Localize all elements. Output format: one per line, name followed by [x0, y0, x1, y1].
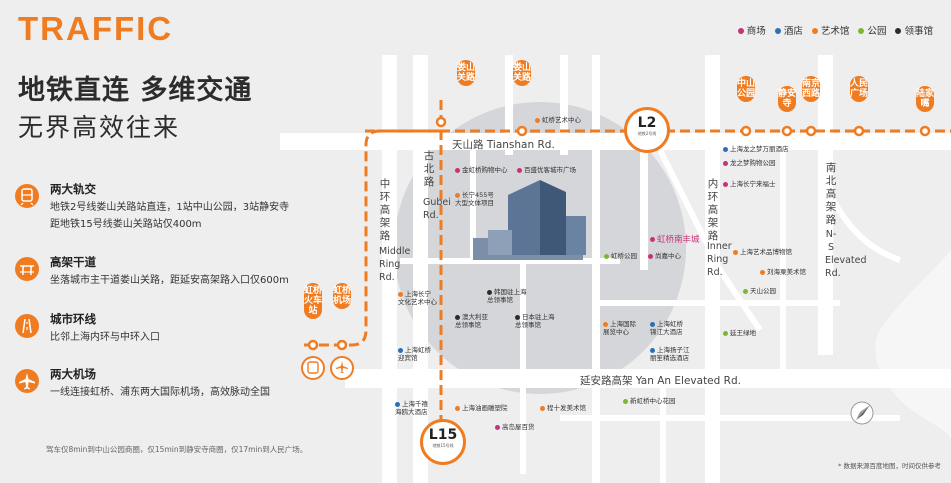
feature-line: 地铁2号线娄山关路站直连，1站中山公园，3站静安寺 [50, 202, 290, 213]
legend-dot-consulate [895, 28, 902, 34]
legend-dot-park [858, 28, 865, 34]
metro-l15-sub: 地铁15号线 [432, 443, 454, 448]
road-inner-en: Inner Ring Rd. [707, 241, 732, 278]
project-building [473, 180, 586, 260]
poi-art: 程十发美术馆 [540, 404, 586, 412]
poi-hotel: 上海虹桥 锦江大酒店 [650, 320, 683, 336]
poi-park: 天山公园 [743, 287, 776, 295]
legend-label-art: 艺术馆 [820, 26, 850, 37]
subway-icon [15, 184, 39, 208]
feature-line: 比邻上海内环与中环入口 [50, 332, 160, 343]
station-zhongshan-park: 中山公园 [737, 76, 755, 102]
legend-dot-hotel [774, 28, 781, 34]
poi-mall: 高岛屋百货 [495, 423, 535, 431]
metro-l2-name: L2 [637, 115, 657, 131]
road-inner-cn: 内环高架路 [707, 178, 719, 242]
station-loushanguan-l2: 娄山关路 [513, 60, 531, 86]
poi-mall: 百盛优客城市广场 [517, 166, 576, 174]
road-middle-en: Middle Ring Rd. [379, 246, 410, 283]
feature-desc: 坐落城市主干道娄山关路，距延安高架路入口仅600m [50, 272, 289, 289]
station-loushanguan-l15: 娄山关路 [457, 60, 475, 86]
poi-art: 虹桥艺术中心 [535, 116, 581, 124]
feature-desc: 一线连接虹桥、浦东两大国际机场，高效脉动全国 [50, 384, 270, 401]
feature-title: 两大轨交 [50, 182, 96, 196]
poi-hotel: 上海扬子江 丽笙精选酒店 [650, 346, 690, 362]
map-legend: 商场 酒店 艺术馆 公园 领事馆 [732, 23, 933, 37]
poi-art: 上海国际 展览中心 [603, 320, 636, 336]
poi-consulate: 韩国驻上海 总领事馆 [487, 288, 527, 304]
poi-consulate: 澳大利亚 总领事馆 [455, 313, 488, 329]
poi-park: 虹桥公园 [604, 252, 637, 260]
legend-label-park: 公园 [867, 26, 887, 37]
map-note: * 数据来源百度地图，时间仅供参考 [838, 462, 941, 470]
poi-art: 上海艺术品博物馆 [733, 248, 792, 256]
poi-art: 上海油画雕塑院 [455, 404, 508, 412]
station-peoples-square: 人民广场 [850, 76, 868, 102]
legend-label-mall: 商场 [746, 26, 766, 37]
feature-desc: 地铁2号线娄山关路站直连，1站中山公园，3站静安寺 距地铁15号线娄山关路站仅4… [50, 199, 289, 233]
station-dots [307, 116, 931, 351]
metro-l2-sub: 地铁2号线 [637, 131, 657, 136]
feature-desc: 比邻上海内环与中环入口 [50, 329, 160, 346]
poi-hotel: 上海龙之梦万丽酒店 [723, 145, 789, 153]
road-network [280, 55, 951, 483]
feature-title: 两大机场 [50, 367, 96, 381]
metro-line-15 [300, 100, 443, 420]
poi-art: 刘海粟美术馆 [760, 268, 806, 276]
poi-hotel: 上海虹桥 迎宾馆 [398, 346, 431, 362]
river [875, 250, 951, 440]
poi-hotel: 上海千禧 海鸥大酒店 [395, 400, 428, 416]
legend-label-consulate: 领事馆 [904, 26, 933, 37]
headline: 地铁直连 多维交通 [18, 75, 253, 106]
terminal-icons [301, 356, 354, 380]
poi-mall: 尚嘉中心 [648, 252, 681, 260]
road-middle-cn: 中环高架路 [379, 178, 391, 242]
legend-label-hotel: 酒店 [783, 26, 803, 37]
station-jingan-temple: 静安寺 [778, 86, 796, 112]
legend-dot-art [811, 28, 818, 34]
poi-park: 新虹桥中心花园 [623, 397, 676, 405]
road-tianshan: 天山路 Tianshan Rd. [452, 139, 555, 151]
road-ns-cn: 南北高架路 [825, 162, 837, 226]
poi-art: 上海长宁 文化艺术中心 [398, 290, 437, 306]
station-nanjing-west: 南京西路 [802, 76, 820, 102]
metro-l15-name: L15 [428, 427, 458, 443]
feature-line: 坐落城市主干道娄山关路，距延安高架路入口仅600m [50, 275, 289, 286]
footnote: 驾车仅8min到中山公园商圈，仅15min到静安寺商圈，仅17min到人民广场。 [46, 445, 308, 454]
train-icon [301, 356, 325, 380]
feature-line: 一线连接虹桥、浦东两大国际机场，高效脉动全国 [50, 387, 270, 398]
feature-line: 距地铁15号线娄山关路站仅400m [50, 219, 202, 230]
station-lujiazui: 陆家嘴 [916, 86, 934, 112]
ring-road-icon [15, 314, 39, 338]
feature-title: 高架干道 [50, 255, 96, 269]
elevated-road-icon [15, 257, 39, 281]
road-gubei-cn: 古北路 [423, 150, 435, 188]
poi-mall: 上海长宁来福士 [723, 180, 776, 188]
legend-dot-mall [737, 28, 744, 34]
compass-icon [850, 401, 874, 425]
poi-park: 延王绿地 [723, 329, 756, 337]
poi-nanfeng: 虹桥南丰城 [650, 236, 700, 244]
road-yanan: 延安路高架 Yan An Elevated Rd. [580, 375, 741, 387]
page-title: TRAFFIC [18, 10, 174, 47]
metro-badge-l2: L2 地铁2号线 [624, 107, 670, 153]
subline: 无界高效往来 [18, 113, 181, 142]
station-hongqiao-railway: 虹桥火车站 [304, 283, 322, 319]
station-hongqiao-airport: 虹桥机场 [333, 283, 351, 309]
road-ns-en: N-S Elevated Rd. [825, 229, 867, 279]
poi-mall: 金虹桥购物中心 [455, 166, 508, 174]
road-gubei-en: Gubei Rd. [423, 197, 451, 221]
metro-badge-l15: L15 地铁15号线 [420, 419, 466, 465]
feature-title: 城市环线 [50, 312, 96, 326]
poi-mall: 龙之梦购物公园 [723, 159, 776, 167]
poi-art: 长宁455号 大型文体项目 [455, 191, 494, 207]
poi-consulate: 日本驻上海 总领事馆 [515, 313, 555, 329]
airplane-icon [15, 369, 39, 393]
